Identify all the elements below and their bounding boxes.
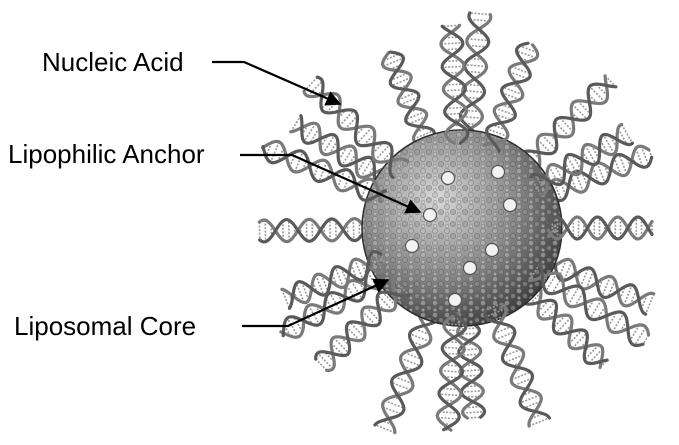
- anchor-head: [424, 209, 437, 222]
- dna-helix: [547, 217, 652, 239]
- dna-helix: [485, 304, 550, 426]
- dna-helix: [259, 218, 377, 242]
- anchor-head: [464, 262, 477, 275]
- label-liposomal-core: Liposomal Core: [14, 313, 196, 339]
- dna-helix: [457, 312, 485, 418]
- label-lipophilic-anchor: Lipophilic Anchor: [8, 141, 205, 167]
- dna-helix: [375, 305, 440, 433]
- label-nucleic-acid: Nucleic Acid: [42, 49, 184, 75]
- dna-helix: [441, 25, 468, 143]
- anchor-head: [406, 240, 419, 253]
- anchor-head: [486, 244, 499, 257]
- dna-helix: [458, 13, 490, 144]
- dna-helix: [263, 141, 386, 201]
- anchor-head: [449, 294, 462, 307]
- anchor-head: [492, 166, 505, 179]
- anchor-head: [442, 172, 455, 185]
- anchor-head: [504, 199, 517, 212]
